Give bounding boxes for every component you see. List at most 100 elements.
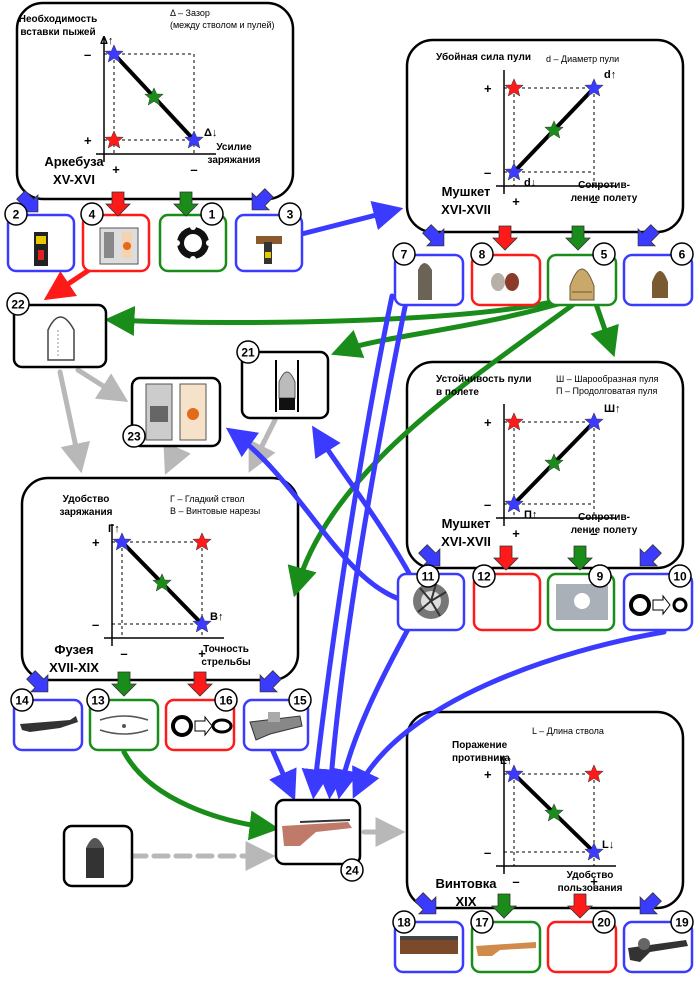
weapon-name: XVII-XIX <box>49 660 99 675</box>
blue-block-arrow-icon <box>418 544 441 567</box>
x-axis-title: пользования <box>558 883 623 894</box>
y-lower-sign: – <box>484 165 491 180</box>
legend-text: В – Винтовые нарезы <box>170 506 260 516</box>
node-number: 11 <box>422 570 435 584</box>
blue-block-arrow-icon <box>639 544 662 567</box>
weapon-name: Фузея <box>54 642 93 657</box>
mechanism-icon <box>249 712 303 741</box>
x-right-sign: + <box>590 874 598 889</box>
node-badge-23: 23 <box>122 424 146 448</box>
x-left-sign: – <box>512 874 519 889</box>
top-point-label: Δ↑ <box>100 35 113 47</box>
blue-block-arrow-icon <box>26 670 49 693</box>
arrow-23-to-fusee <box>163 441 191 475</box>
box-20 <box>546 920 618 974</box>
node-number: 14 <box>15 694 29 708</box>
green-block-arrow-icon <box>491 893 517 919</box>
red-block-arrow-icon <box>493 545 519 571</box>
x-axis-title: Усилие <box>216 142 252 153</box>
node-number: 7 <box>401 248 408 262</box>
y-axis-title: противника <box>452 753 510 764</box>
node-number: 10 <box>673 570 687 584</box>
x-left-sign: + <box>112 162 120 177</box>
long-bullet-icon <box>418 263 432 300</box>
node-badge-3: 3 <box>278 202 302 226</box>
arrow-5-to-21 <box>330 299 568 359</box>
y-upper-sign: – <box>84 47 91 62</box>
x-axis-title: Точность <box>203 644 249 655</box>
blue-block-arrow-icon <box>414 892 437 915</box>
y-lower-sign: – <box>484 497 491 512</box>
connector-arrows <box>43 201 667 871</box>
node-badge-11: 11 <box>416 564 440 588</box>
node-badge-15: 15 <box>288 688 312 712</box>
x-left-sign: – <box>120 646 127 661</box>
bottom-point-label: L↓ <box>602 839 614 851</box>
node-number: 6 <box>679 248 686 262</box>
node-badge-16: 16 <box>214 688 238 712</box>
green-block-arrow-icon <box>565 225 591 251</box>
y-lower-sign: – <box>92 617 99 632</box>
node-badge-12: 12 <box>472 564 496 588</box>
spring-icon <box>99 715 149 735</box>
ramrod-icon <box>256 236 282 264</box>
weapon-name: Мушкет <box>442 516 491 531</box>
x-left-sign: + <box>512 526 520 541</box>
node-badge-19: 19 <box>670 910 694 934</box>
x-axis-title: заряжания <box>207 155 260 166</box>
conical-bullet-icon <box>569 268 595 301</box>
node-number: 16 <box>219 694 233 708</box>
node-number: 2 <box>13 208 20 222</box>
arrow-5-to-stability <box>590 301 619 358</box>
node-number: 17 <box>475 916 489 930</box>
node-badge-8: 8 <box>470 242 494 266</box>
y-upper-sign: + <box>484 767 492 782</box>
node-number: 21 <box>241 346 255 360</box>
node-badge-17: 17 <box>470 910 494 934</box>
bottom-point-label: d↓ <box>524 177 536 189</box>
y-lower-sign: + <box>84 133 92 148</box>
legend-text: Ш – Шарообразная пуля <box>556 374 658 384</box>
node-number: 15 <box>293 694 307 708</box>
blue-block-arrow-icon <box>422 224 445 247</box>
y-axis-title: Убойная сила пули <box>436 51 531 63</box>
arrow-11-to-23 <box>225 427 405 603</box>
y-upper-sign: + <box>484 81 492 96</box>
red-block-arrow-icon <box>492 225 518 251</box>
weapon-name: Винтовка <box>435 876 497 891</box>
green-block-arrow-icon <box>173 191 199 217</box>
weapon-name: XIX <box>456 894 477 909</box>
bottom-point-label: Δ↓ <box>204 127 217 139</box>
barrel-section-icon-2 <box>145 383 207 441</box>
red-block-arrow-icon <box>105 191 131 217</box>
blue-block-arrow-icon <box>639 892 662 915</box>
x-right-sign: + <box>198 646 206 661</box>
node-number: 12 <box>477 570 491 584</box>
weapon-name: XVI-XVII <box>441 534 491 549</box>
top-point-label: Г↑ <box>108 523 120 535</box>
weapon-name: Аркебуза <box>44 154 104 169</box>
arrow-13-to-24 <box>121 749 280 841</box>
node-number: 5 <box>601 248 608 262</box>
node-badge-5: 5 <box>592 242 616 266</box>
arrow-11-to-21 <box>311 425 417 585</box>
x-left-sign: + <box>512 194 520 209</box>
blue-block-arrow-icon <box>637 224 660 247</box>
node-number: 1 <box>209 208 216 222</box>
arrow-4-to-22 <box>43 265 95 301</box>
y-lower-sign: – <box>484 845 491 860</box>
node-badge-6: 6 <box>670 242 694 266</box>
node-number: 24 <box>345 864 359 878</box>
node-badge-7: 7 <box>392 242 416 266</box>
y-upper-sign: + <box>92 535 100 550</box>
bottom-point-label: В↑ <box>210 611 223 623</box>
gear-seal-icon <box>174 224 212 262</box>
node-badge-21: 21 <box>236 340 260 364</box>
rifle-stock-icon <box>400 936 458 954</box>
x-axis-title: Удобство <box>567 869 614 881</box>
node-badge-9: 9 <box>588 564 612 588</box>
